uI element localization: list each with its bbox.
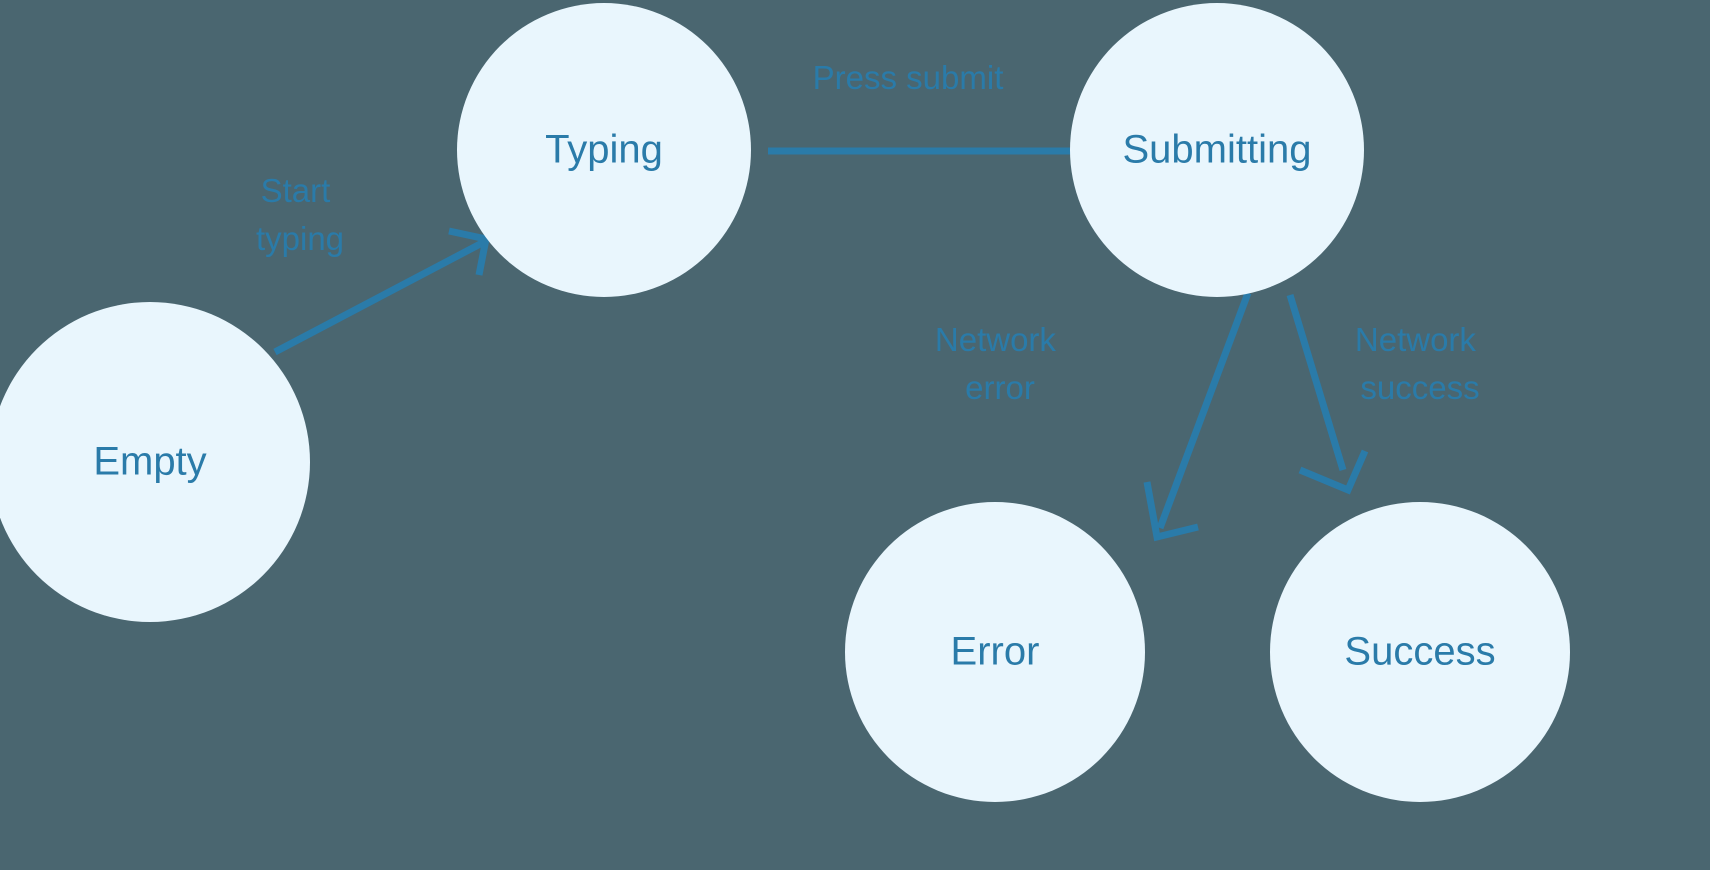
edge-label-line: Network <box>1355 321 1477 358</box>
edge-submitting-to-error-label: Network error <box>935 321 1065 406</box>
edge-submitting-to-success: Network success <box>1286 293 1485 495</box>
edge-empty-to-typing-arrowhead <box>448 227 491 276</box>
node-submitting[interactable]: Submitting <box>1070 3 1364 297</box>
node-submitting-label: Submitting <box>1123 128 1312 172</box>
edge-label-line: Press submit <box>813 59 1004 96</box>
node-empty-circle[interactable] <box>0 302 310 622</box>
edge-submitting-to-success-line <box>1286 293 1347 472</box>
node-success[interactable]: Success <box>1270 502 1570 802</box>
edge-empty-to-typing: Start typing <box>256 172 491 356</box>
node-typing[interactable]: Typing <box>457 3 751 297</box>
node-error-label: Error <box>951 630 1040 674</box>
node-error[interactable]: Error <box>845 502 1145 802</box>
edge-submitting-to-success-arrowhead <box>1298 449 1369 495</box>
node-submitting-circle[interactable] <box>1070 3 1364 297</box>
edge-label-line: typing <box>256 220 344 257</box>
node-empty-label: Empty <box>93 440 206 484</box>
edge-submitting-to-success-label: Network success <box>1355 321 1485 406</box>
node-typing-circle[interactable] <box>457 3 751 297</box>
edge-empty-to-typing-line <box>273 238 486 356</box>
node-error-circle[interactable] <box>845 502 1145 802</box>
node-success-label: Success <box>1344 630 1495 674</box>
edge-label-line: error <box>965 369 1035 406</box>
node-typing-label: Typing <box>545 128 663 172</box>
edge-label-line: success <box>1360 369 1479 406</box>
edge-submitting-to-error-line <box>1156 291 1252 530</box>
node-empty[interactable]: Empty <box>0 302 310 622</box>
edge-empty-to-typing-label: Start typing <box>256 172 344 257</box>
edge-label-line: Start <box>261 172 331 209</box>
edge-submitting-to-error: Network error <box>935 291 1252 542</box>
edge-submitting-to-error-arrowhead <box>1143 481 1199 542</box>
node-success-circle[interactable] <box>1270 502 1570 802</box>
edge-typing-to-submitting-label: Press submit <box>813 59 1004 96</box>
edge-label-line: Network <box>935 321 1057 358</box>
